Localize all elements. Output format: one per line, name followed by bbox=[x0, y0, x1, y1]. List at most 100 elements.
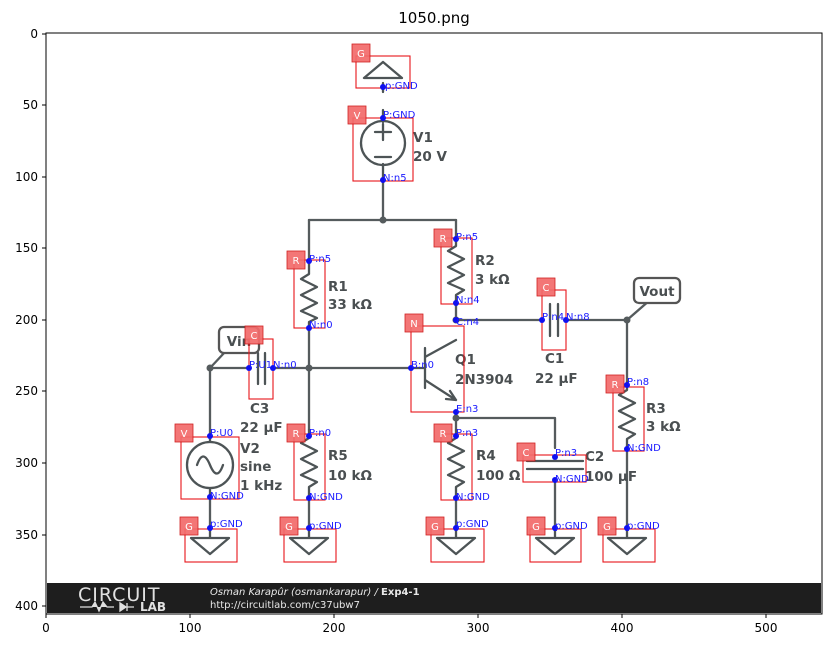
pin-annotations: p:GND P:GND N:n5 P:n5 N:n0 P:n5 N:n4 C:n… bbox=[207, 81, 661, 532]
svg-text:G: G bbox=[532, 522, 540, 533]
svg-text:p:GND: p:GND bbox=[309, 521, 342, 532]
v2-name: V2 bbox=[240, 441, 260, 457]
r1-name: R1 bbox=[328, 279, 348, 295]
svg-text:350: 350 bbox=[15, 528, 38, 542]
q1-transistor-symbol: Q1 2N3904 bbox=[409, 338, 513, 402]
q1-value: 2N3904 bbox=[455, 372, 513, 388]
svg-text:V: V bbox=[354, 111, 361, 122]
svg-text:R: R bbox=[293, 429, 300, 440]
pin-marker: N:n4 bbox=[453, 295, 480, 306]
y-tick: 200 bbox=[15, 313, 46, 327]
svg-text:100: 100 bbox=[15, 170, 38, 184]
pin-marker: P:U0 bbox=[207, 428, 233, 439]
svg-text:N:GND: N:GND bbox=[210, 491, 244, 502]
pin-marker: P:n8 bbox=[624, 377, 649, 388]
svg-text:P:n4: P:n4 bbox=[542, 312, 564, 323]
pin-marker: P:n3 bbox=[453, 428, 478, 439]
svg-text:N:n0: N:n0 bbox=[309, 320, 333, 331]
pin-marker: P:n4 bbox=[539, 312, 564, 323]
svg-text:N:GND: N:GND bbox=[456, 492, 490, 503]
c3-capacitor-symbol: C3 22 µF bbox=[240, 351, 283, 436]
junction-dots bbox=[206, 216, 631, 422]
pin-marker: N:GND bbox=[552, 474, 589, 485]
svg-text:N:n8: N:n8 bbox=[566, 312, 590, 323]
pin-marker: P:n3 bbox=[552, 448, 577, 460]
y-tick: 50 bbox=[23, 98, 46, 112]
pin-marker: P:GND bbox=[380, 110, 416, 121]
svg-text:G: G bbox=[431, 522, 439, 533]
svg-text:P:n5: P:n5 bbox=[456, 232, 478, 243]
pin-marker: N:n0 bbox=[306, 320, 333, 331]
svg-text:p:GND: p:GND bbox=[456, 519, 489, 530]
x-tick: 0 bbox=[42, 614, 50, 635]
svg-text:P:n3: P:n3 bbox=[456, 428, 478, 439]
svg-text:R: R bbox=[293, 256, 300, 267]
r1-value: 33 kΩ bbox=[328, 297, 372, 313]
svg-text:p:GND: p:GND bbox=[385, 81, 418, 92]
pin-marker: p:GND bbox=[552, 521, 588, 532]
v1-value: 20 V bbox=[413, 149, 447, 165]
author-credit: Osman Karapûr (osmankarapur) / Exp4-1 bbox=[210, 586, 420, 598]
r4-resistor-symbol: R4 100 Ω bbox=[446, 428, 521, 499]
svg-text:50: 50 bbox=[23, 98, 38, 112]
pin-marker: N:n5 bbox=[380, 173, 407, 184]
svg-text:C: C bbox=[543, 283, 550, 294]
svg-text:300: 300 bbox=[15, 456, 38, 470]
y-tick: 350 bbox=[15, 528, 46, 542]
bbox-ground-2: G bbox=[279, 516, 337, 563]
c1-name: C1 bbox=[545, 351, 564, 367]
y-tick: 400 bbox=[15, 599, 46, 613]
pin-marker: N:GND bbox=[624, 443, 661, 454]
r2-value: 3 kΩ bbox=[475, 272, 510, 288]
svg-text:300: 300 bbox=[467, 621, 490, 635]
c1-value: 22 µF bbox=[535, 371, 578, 387]
x-axis: 0 100 200 300 400 500 bbox=[42, 614, 777, 635]
svg-text:N: N bbox=[410, 319, 417, 330]
svg-text:R: R bbox=[440, 429, 447, 440]
y-axis: 0 50 100 150 200 250 300 350 400 bbox=[15, 27, 46, 613]
svg-text:200: 200 bbox=[323, 621, 346, 635]
svg-text:N:n0: N:n0 bbox=[273, 360, 297, 371]
svg-text:P:U0: P:U0 bbox=[210, 428, 233, 439]
r4-name: R4 bbox=[476, 448, 496, 464]
pin-marker: N:n0 bbox=[270, 360, 297, 371]
svg-text:P:n5: P:n5 bbox=[309, 254, 331, 265]
svg-text:C:n4: C:n4 bbox=[456, 317, 479, 328]
c2-capacitor-symbol: C2 100 µF bbox=[525, 449, 637, 485]
bbox-ground-1: G bbox=[179, 516, 238, 563]
svg-text:250: 250 bbox=[15, 384, 38, 398]
pin-marker: p:GND bbox=[624, 521, 660, 532]
v2-frequency: 1 kHz bbox=[240, 478, 282, 494]
svg-text:C: C bbox=[251, 331, 258, 342]
circuit-url: http://circuitlab.com/c37ubw7 bbox=[210, 600, 360, 611]
x-tick: 500 bbox=[755, 614, 777, 635]
r4-value: 100 Ω bbox=[476, 468, 521, 484]
vout-label: Vout bbox=[632, 276, 682, 305]
svg-text:R: R bbox=[612, 380, 619, 391]
pin-marker: P:n0 bbox=[306, 428, 331, 439]
circuitlab-footer: CIRCUIT LAB Osman Karapûr (osmankarapur)… bbox=[47, 583, 821, 614]
y-tick: 150 bbox=[15, 241, 46, 255]
vout-text: Vout bbox=[639, 284, 675, 300]
pin-marker: N:GND bbox=[207, 491, 244, 502]
y-tick: 300 bbox=[15, 456, 46, 470]
pin-marker: N:n8 bbox=[563, 312, 590, 323]
r3-name: R3 bbox=[646, 401, 666, 417]
c2-name: C2 bbox=[585, 449, 604, 465]
circuitlab-logo-icon bbox=[80, 600, 134, 613]
svg-text:400: 400 bbox=[611, 621, 634, 635]
circuitlab-logo-sub: LAB bbox=[140, 600, 166, 614]
c2-value: 100 µF bbox=[585, 469, 637, 485]
c3-value: 22 µF bbox=[240, 420, 283, 436]
pin-marker: p:GND bbox=[306, 521, 342, 532]
svg-text:B:n0: B:n0 bbox=[411, 360, 434, 371]
pin-marker: P:n5 bbox=[306, 254, 331, 265]
v2-value: sine bbox=[240, 459, 271, 475]
x-tick: 100 bbox=[179, 614, 201, 635]
r5-value: 10 kΩ bbox=[328, 468, 372, 484]
figure-title: 1050.png bbox=[398, 9, 470, 27]
c1-capacitor-symbol: C1 22 µF bbox=[535, 302, 578, 387]
annotation-boxes: G V R R C C N R V R R C G G G G G bbox=[174, 43, 656, 563]
svg-text:G: G bbox=[603, 522, 611, 533]
